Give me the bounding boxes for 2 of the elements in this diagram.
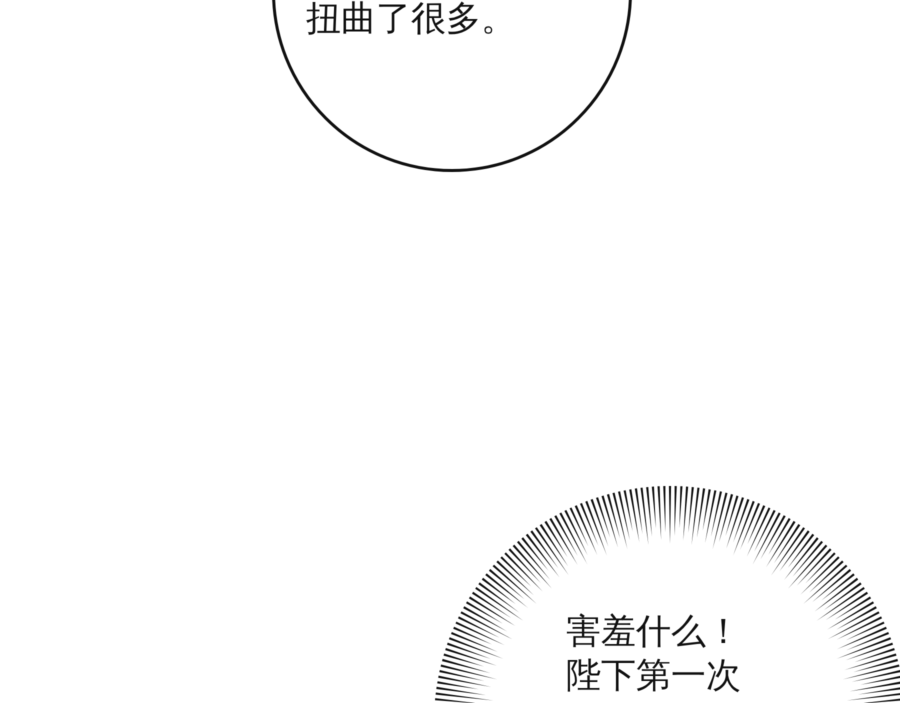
speech-text: 害羞什么！陛下第一次: [566, 611, 742, 698]
speech-text: 扭曲了很多。: [306, 0, 517, 38]
